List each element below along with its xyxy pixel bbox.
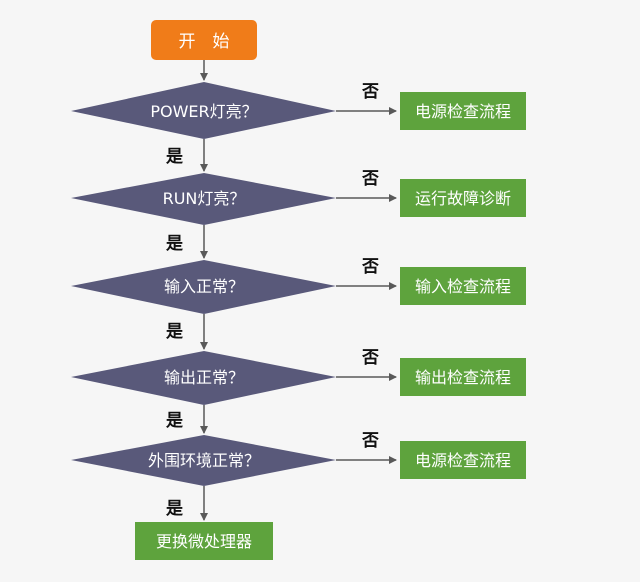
decision-1: POWER灯亮？ (71, 82, 336, 139)
end-node: 更换微处理器 (135, 522, 273, 560)
action-box-5-label: 电源检查流程 (415, 451, 511, 470)
action-box-5: 电源检查流程 (400, 441, 526, 479)
action-box-3-label: 输入检查流程 (415, 277, 511, 296)
decision-2: RUN灯亮？ (71, 173, 336, 225)
end-label: 更换微处理器 (156, 532, 252, 551)
yes-label-5: 是 (166, 499, 183, 519)
action-box-3: 输入检查流程 (400, 267, 526, 305)
decision-4: 输出正常？ (71, 351, 336, 405)
action-box-1: 电源检查流程 (400, 92, 526, 130)
action-box-4-label: 输出检查流程 (415, 368, 511, 387)
decision-3: 输入正常？ (71, 260, 336, 314)
decision-5-question: 外围环境正常？ (148, 451, 260, 470)
decision-4-question: 输出正常？ (164, 368, 244, 387)
no-label-3: 否 (361, 257, 379, 277)
yes-label-3: 是 (166, 322, 183, 342)
no-connectors (336, 107, 397, 464)
no-label-1: 否 (361, 82, 379, 102)
decision-2-question: RUN灯亮？ (163, 189, 246, 208)
yes-labels: 是 是 是 是 是 (166, 147, 183, 519)
yes-label-1: 是 (166, 147, 183, 167)
action-box-2: 运行故障诊断 (400, 179, 526, 217)
no-label-4: 否 (361, 348, 379, 368)
yes-label-4: 是 (166, 411, 183, 431)
start-label: 开 始 (179, 32, 230, 52)
decision-3-question: 输入正常？ (164, 277, 244, 296)
no-labels: 否 否 否 否 否 (361, 82, 379, 451)
action-box-4: 输出检查流程 (400, 358, 526, 396)
yes-label-2: 是 (166, 234, 183, 254)
decision-5: 外围环境正常？ (71, 435, 336, 486)
action-box-2-label: 运行故障诊断 (415, 189, 511, 208)
action-box-1-label: 电源检查流程 (415, 102, 511, 121)
decision-1-question: POWER灯亮？ (150, 102, 257, 121)
start-node: 开 始 (151, 20, 257, 60)
no-label-5: 否 (361, 431, 379, 451)
no-label-2: 否 (361, 169, 379, 189)
